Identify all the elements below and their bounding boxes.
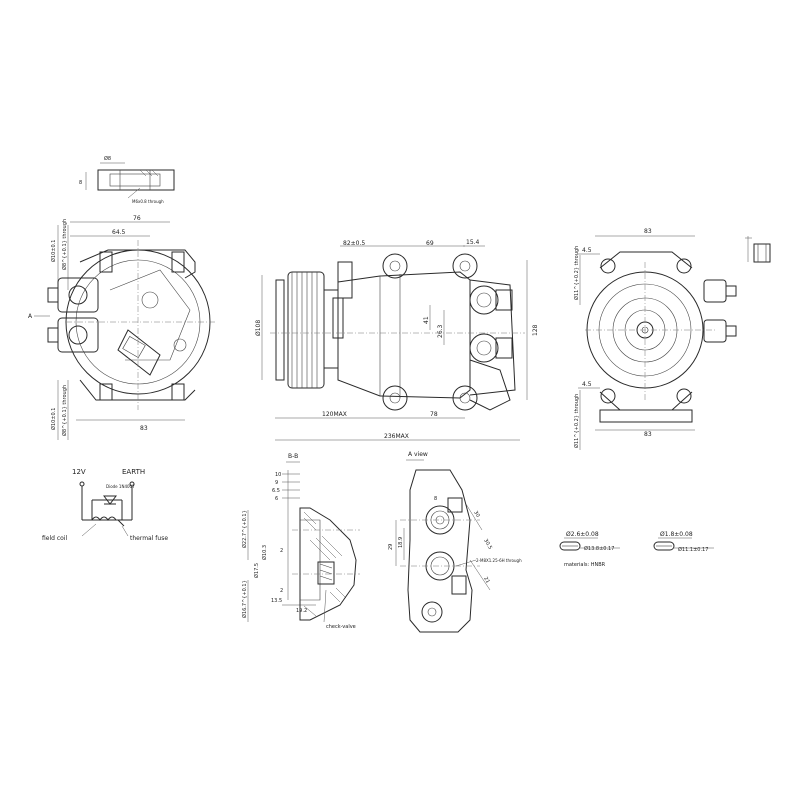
view-marker-a: A	[28, 313, 33, 320]
dim-19-2: 19.2	[296, 608, 307, 614]
dia-10-3: Ø10.3	[261, 545, 268, 560]
check-valve-label: check-valve	[326, 624, 356, 630]
ofs-top: 4.5	[582, 247, 592, 254]
dim-pulley: Ø108	[255, 320, 262, 336]
label-earth: EARTH	[122, 468, 145, 476]
a-dim-30-5: 30.5	[482, 538, 493, 551]
a-dim-30: 30	[472, 510, 480, 519]
section-bb: B-B 10 9 6.5 6 Ø22.7^{+0.1} Ø17.5 Ø10.3 …	[241, 453, 360, 630]
tap-bottom-left: Ø8^{+0.1} through	[61, 385, 68, 436]
dim-6-5: 6.5	[272, 488, 280, 494]
seal-left-inner: Ø2.6±0.08	[566, 531, 599, 538]
tap-top-right: Ø11^{+0.2} through	[573, 246, 580, 300]
dim-15-4: 15.4	[466, 239, 480, 246]
dim-236max: 236MAX	[384, 433, 409, 440]
tap-bottom-right: Ø11^{+0.2} through	[573, 394, 580, 448]
label-12v: 12V	[72, 468, 86, 476]
dim-120max: 120MAX	[322, 411, 347, 418]
label-field-coil: field coil	[42, 535, 67, 542]
wiring-diagram: 12V EARTH Diode 1N4007 field coil therma…	[42, 468, 168, 542]
dim-9: 9	[275, 480, 278, 486]
dim-41: 41	[423, 316, 430, 324]
fitting-detail: Ø8 8 M6x0.8 through	[79, 155, 175, 204]
seal-detail-left: Ø2.6±0.08 Ø13.8±0.17 materials: HNBR	[559, 531, 620, 568]
dim-82: 82±0.5	[343, 240, 365, 247]
dim-64-5: 64.5	[112, 229, 126, 236]
seal-right-outer: Ø11.1±0.17	[678, 546, 708, 553]
dim-69: 69	[426, 240, 434, 247]
fitting-height-label: 8	[79, 180, 82, 186]
side-view: 82±0.5 69 15.4 41 26.3 128 Ø108 120MAX 7…	[255, 239, 539, 441]
seal-right-inner: Ø1.8±0.08	[660, 531, 693, 538]
dia-10-bottom: Ø10±0.1	[50, 408, 57, 430]
a-dim-8: 8	[434, 496, 437, 502]
fitting-hole-note: M6x0.8 through	[132, 199, 164, 204]
dim-10: 10	[275, 472, 281, 478]
a-dim-21: 21	[482, 576, 490, 585]
a-view-tap-note: 2-M8X1.25-6H through	[476, 558, 522, 563]
tap-top-left: Ø8^{+0.1} through	[61, 219, 68, 270]
dim-2a: 2	[280, 548, 283, 554]
seal-left-outer: Ø13.8±0.17	[584, 545, 614, 552]
dim-128: 128	[532, 324, 539, 336]
dim-26-3: 26.3	[437, 324, 444, 338]
dia-22-7: Ø22.7^{+0.1}	[241, 510, 248, 548]
dim-83-top-right: 83	[644, 228, 652, 235]
seal-detail-right: Ø1.8±0.08 Ø11.1±0.17	[653, 531, 714, 553]
dia-10-top: Ø10±0.1	[50, 240, 57, 262]
dia-16-7: Ø16.7^{+0.1}	[241, 580, 248, 618]
seal-left-material: materials: HNBR	[564, 562, 606, 568]
a-dim-29: 29	[388, 544, 394, 550]
a-dim-18-9: 18.9	[398, 537, 404, 548]
label-diode: Diode 1N4007	[106, 484, 135, 489]
right-end-view: 83 83 4.5 4.5 Ø11^{+0.2} through Ø11^{+0…	[573, 228, 771, 450]
dim-13-5: 13.5	[271, 598, 282, 604]
label-thermal-fuse: thermal fuse	[130, 535, 168, 542]
ofs-bottom: 4.5	[582, 381, 592, 388]
dim-83-left: 83	[140, 425, 148, 432]
dim-78: 78	[430, 411, 438, 418]
dia-17-5: Ø17.5	[253, 563, 260, 578]
a-view: A view 29 18.9 8 30 30.5 21 2-M8X1.25-6H…	[388, 451, 522, 633]
left-end-view: 76 64.5 83 Ø10±0.1 Ø8^{+0.1} through Ø10…	[28, 215, 215, 440]
dim-76: 76	[133, 215, 141, 222]
fitting-width-label: Ø8	[104, 155, 111, 162]
a-view-title: A view	[408, 451, 428, 458]
dim-6: 6	[275, 496, 278, 502]
dim-83-bottom-right: 83	[644, 431, 652, 438]
dim-2b: 2	[280, 588, 283, 594]
section-bb-title: B-B	[288, 453, 298, 460]
